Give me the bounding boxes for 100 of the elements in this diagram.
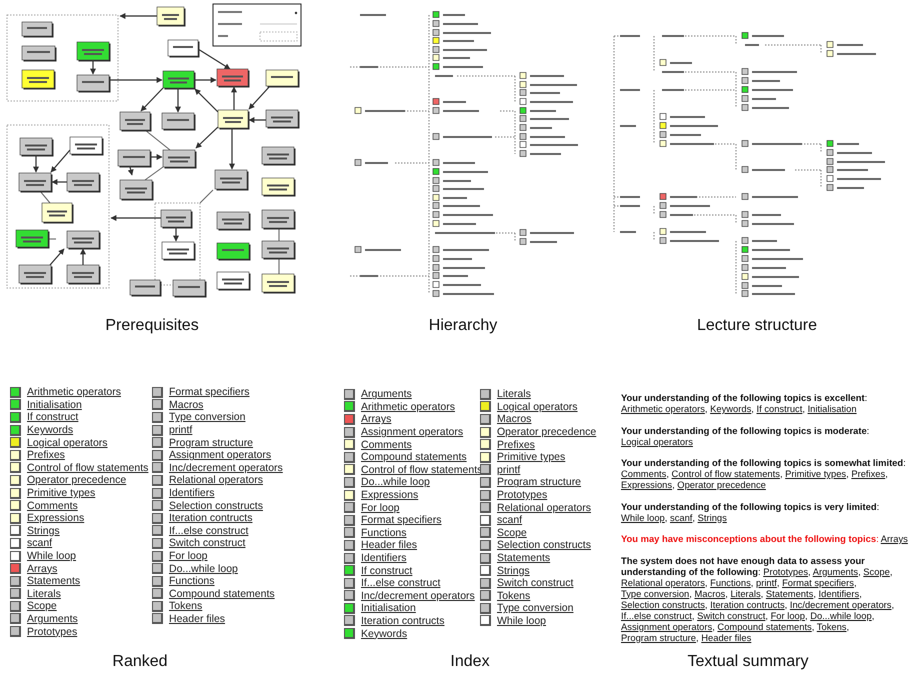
topic-link: Arrays: [880, 533, 908, 544]
topic-link: Identifiers: [169, 487, 215, 500]
topic-link: Statements: [766, 588, 814, 598]
topic-link: If...else construct: [361, 577, 440, 590]
topic-link: Arguments: [361, 388, 412, 400]
topic-link: printf: [169, 424, 192, 436]
topic-link: Strings: [27, 524, 60, 537]
topic-link: For loop: [770, 610, 805, 620]
topic-link: Prefixes: [497, 438, 535, 451]
topic-link: Iteration contructs: [710, 598, 785, 610]
topic-link: Compound statements: [169, 588, 275, 600]
topic-link: Program structure: [621, 632, 696, 642]
topic-link: Type conversion: [497, 602, 574, 614]
topic-link: Tokens: [816, 620, 846, 632]
topic-link: Program structure: [497, 476, 582, 488]
topic-link: Literals: [730, 588, 761, 598]
panel-caption: Textual summary: [686, 653, 810, 671]
topic-link: Keywords: [27, 424, 74, 436]
topic-link: Macros: [694, 588, 726, 598]
topic-link: Operator precedence: [677, 479, 766, 490]
topic-link: Expressions: [621, 479, 672, 490]
topic-link: Arguments: [27, 612, 78, 625]
topic-link: Macros: [169, 398, 204, 411]
topic-link: Keywords: [361, 628, 408, 640]
topic-link: Logical operators: [27, 436, 108, 449]
topic-link: Comments: [621, 468, 666, 479]
topic-link: Selection constructs: [497, 539, 591, 552]
topic-link: Do...while loop: [361, 476, 430, 488]
panel-caption: Index: [449, 653, 491, 671]
topic-link: Primitive types: [27, 487, 96, 500]
topic-link: Selection constructs: [169, 500, 263, 512]
topic-link: Arrays: [361, 413, 392, 426]
topic-link: Switch construct: [697, 610, 766, 620]
topic-link: While loop: [497, 614, 546, 627]
topic-link: Iteration contructs: [169, 512, 252, 524]
topic-link: Control of flow statements: [27, 462, 148, 474]
topic-link: Expressions: [27, 512, 84, 524]
topic-link: Scope: [863, 566, 890, 576]
topic-link: Prefixes: [27, 449, 65, 462]
topic-link: Identifiers: [818, 588, 860, 598]
topic-link: Keywords: [710, 403, 752, 414]
topic-link: Relational operators: [169, 474, 263, 486]
topic-link: Arithmetic operators: [361, 400, 455, 413]
topic-link: While loop: [27, 550, 76, 562]
topic-link: scanf: [497, 514, 522, 526]
topic-link: Control of flow statements: [361, 464, 482, 476]
topic-link: Functions: [710, 576, 751, 588]
topic-link: Switch construct: [497, 577, 574, 590]
topic-link: Prototypes: [763, 566, 808, 576]
topic-link: Expressions: [361, 489, 418, 502]
panel-caption: Lecture structure: [696, 317, 818, 335]
topic-link: Program structure: [169, 436, 254, 449]
summary-paragraph: The system does not have enough data to assess your understanding of the following: Prototypes, Arguments, Scope, Relational operators, Functions, printf, Format specifiers, Type conversion, Macros, Literals, Statements, Identifiers, Selection constructs, Iteration contructs, Inc/decrement operators, If...else construct, Switch construct, For loop, Do...while loop, Assignment operators, Compound statements, Tokens, Program structure, Header files: [621, 554, 896, 642]
topic-link: Inc/decrement operators: [169, 462, 283, 474]
topic-link: Functions: [361, 526, 407, 539]
topic-link: Initialisation: [27, 398, 82, 411]
topic-link: Header files: [361, 539, 418, 552]
topic-link: scanf: [670, 512, 692, 522]
topic-link: Initialisation: [361, 602, 416, 614]
topic-link: Header files: [701, 632, 752, 642]
topic-link: For loop: [361, 502, 400, 514]
topic-link: Iteration contructs: [361, 614, 444, 627]
topic-link: Relational operators: [497, 502, 591, 514]
topic-link: Operator precedence: [27, 474, 126, 486]
summary-paragraph: Your understanding of the following topics is somewhat limited: Comments, Control of flow statements, Primitive types, Prefixes, Expressions, Operator precedence: [621, 457, 907, 490]
topic-link: Primitive types: [785, 468, 846, 479]
topic-link: Literals: [497, 388, 531, 400]
topic-link: Arguments: [812, 566, 858, 576]
topic-link: Scope: [27, 600, 57, 612]
topic-link: If...else construct: [621, 610, 692, 620]
topic-link: Format specifiers: [782, 576, 854, 588]
topic-link: Functions: [169, 575, 215, 588]
topic-link: Inc/decrement operators: [790, 598, 892, 610]
topic-link: Tokens: [497, 590, 530, 602]
topic-link: Relational operators: [621, 576, 705, 588]
topic-link: Arrays: [27, 562, 58, 575]
topic-link: Do...while loop: [810, 610, 872, 620]
topic-link: If...else construct: [169, 524, 248, 537]
topic-link: Initialisation: [808, 403, 857, 414]
topic-link: Strings: [497, 564, 530, 577]
topic-link: Assignment operators: [361, 426, 464, 438]
topic-link: Logical operators: [497, 400, 578, 413]
topic-link: Literals: [27, 588, 61, 600]
topic-link: Type conversion: [169, 411, 246, 424]
topic-link: Prototypes: [27, 626, 78, 638]
topic-link: Format specifiers: [169, 386, 250, 398]
topic-link: Prefixes: [851, 468, 886, 479]
topic-link: Selection constructs: [621, 598, 705, 610]
topic-link: Statements: [497, 552, 550, 564]
topic-link: If construct: [756, 403, 802, 414]
topic-link: For loop: [169, 550, 208, 562]
summary-paragraph: Your understanding of the following topics is moderate: Logical operators: [621, 424, 870, 446]
topic-link: Identifiers: [361, 552, 407, 564]
topic-link: Arithmetic operators: [621, 403, 705, 414]
summary-paragraph: Your understanding of the following topics is very limited: While loop, scanf, Strings: [621, 500, 880, 522]
topic-link: While loop: [621, 512, 665, 522]
topic-link: Control of flow statements: [672, 468, 780, 479]
topic-link: Tokens: [169, 600, 202, 612]
topic-link: Operator precedence: [497, 426, 596, 438]
topic-link: Strings: [698, 512, 727, 522]
